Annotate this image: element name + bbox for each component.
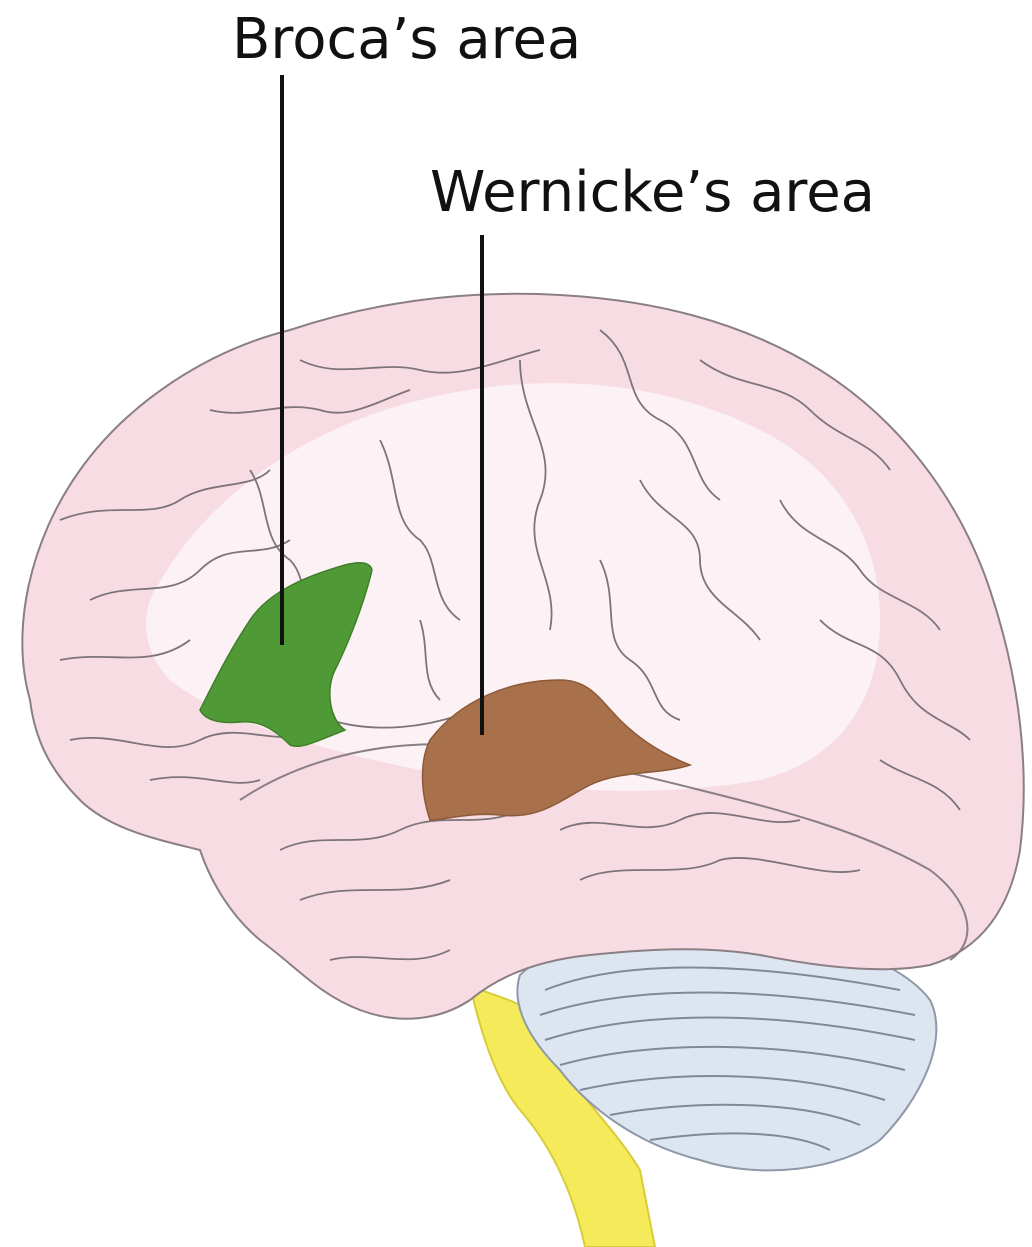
- broca-label: Broca’s area: [232, 12, 581, 68]
- wernicke-label: Wernicke’s area: [430, 165, 875, 221]
